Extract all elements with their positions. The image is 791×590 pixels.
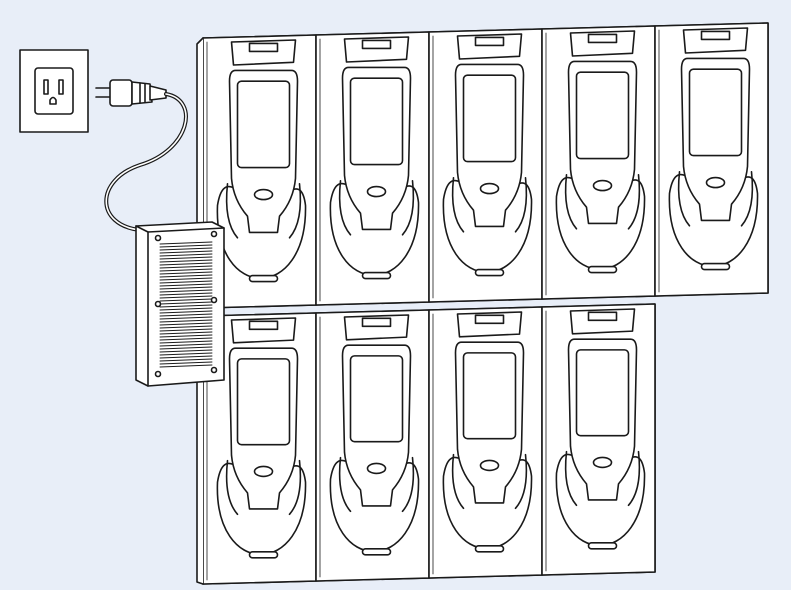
vent-line	[159, 316, 213, 320]
cradle-latch	[230, 317, 297, 344]
vent-line	[159, 361, 213, 365]
power-plug-icon	[95, 79, 167, 107]
charge-contact	[474, 268, 505, 277]
vent-line	[159, 310, 213, 314]
handheld-computer-icon	[677, 57, 754, 227]
vent-line	[159, 268, 213, 272]
cradle-slot	[428, 28, 543, 303]
charge-contact	[700, 262, 731, 271]
vent-line	[159, 349, 213, 353]
charge-contact	[474, 545, 505, 553]
vent-line	[159, 292, 213, 296]
vent-line	[159, 295, 213, 299]
cradle-latch	[343, 314, 410, 341]
handheld-computer-icon	[451, 341, 528, 510]
cradle-row-bottom	[196, 303, 656, 585]
vent-line	[159, 256, 213, 260]
cradle-slot	[541, 25, 656, 300]
cradle-latch	[456, 33, 523, 60]
vent-line	[159, 319, 213, 323]
cradle-slot	[541, 303, 656, 576]
cradle-slot	[654, 22, 769, 297]
vent-line	[159, 241, 213, 245]
vent-line	[159, 304, 213, 308]
handheld-computer-icon	[225, 347, 302, 516]
vent-line	[159, 250, 213, 254]
vent-line	[159, 301, 213, 305]
vent-line	[159, 337, 213, 341]
vent-line	[159, 274, 213, 278]
vent-line	[159, 244, 213, 248]
vent-line	[159, 262, 213, 266]
vent-line	[159, 307, 213, 311]
handheld-computer-icon	[338, 344, 415, 513]
vent-line	[159, 289, 213, 293]
cradle-latch	[456, 311, 523, 338]
vent-line	[159, 298, 213, 302]
vent-line	[159, 313, 213, 317]
vent-line	[159, 247, 213, 251]
vent-line	[159, 322, 213, 326]
charge-contact	[587, 265, 618, 274]
cradle-slot	[202, 34, 317, 309]
charge-contact	[361, 271, 392, 280]
handheld-computer-icon	[564, 338, 641, 507]
vent-line	[159, 343, 213, 347]
vent-line	[159, 346, 213, 350]
power-supply-icon	[135, 221, 225, 387]
charge-contact	[248, 551, 279, 559]
vent-line	[159, 334, 213, 338]
vent-line	[159, 352, 213, 356]
handheld-computer-icon	[451, 63, 528, 233]
cradle-latch	[230, 39, 297, 66]
vent-line	[159, 253, 213, 257]
cradle-slot	[428, 306, 543, 579]
cradle-slot	[315, 31, 430, 306]
charge-contact	[361, 548, 392, 556]
vent-line	[159, 277, 213, 281]
cradle-latch	[569, 308, 636, 335]
vent-line	[159, 331, 213, 335]
handheld-computer-icon	[564, 60, 641, 230]
wall-outlet-icon	[19, 49, 89, 133]
cradle-latch	[569, 30, 636, 57]
cradle-latch	[682, 27, 749, 54]
cradle-row-top	[196, 22, 769, 309]
vent-line	[159, 340, 213, 344]
vent-line	[159, 364, 213, 368]
cradle-slot	[315, 309, 430, 582]
power-cable-highlight	[105, 93, 187, 231]
charge-contact	[587, 542, 618, 550]
vent-line	[159, 280, 213, 284]
handheld-computer-icon	[225, 69, 302, 239]
cradle-latch	[343, 36, 410, 63]
vent-line	[159, 325, 213, 329]
vent-line	[159, 265, 213, 269]
vent-line	[159, 355, 213, 359]
vent-line	[159, 271, 213, 275]
cradle-slot	[202, 312, 317, 585]
charge-contact	[248, 274, 279, 283]
vent-line	[159, 358, 213, 362]
multi-slot-cradle	[196, 22, 769, 585]
vent-line	[159, 259, 213, 263]
vent-line	[159, 283, 213, 287]
handheld-computer-icon	[338, 66, 415, 236]
vent-line	[159, 286, 213, 290]
vent-line	[159, 328, 213, 332]
